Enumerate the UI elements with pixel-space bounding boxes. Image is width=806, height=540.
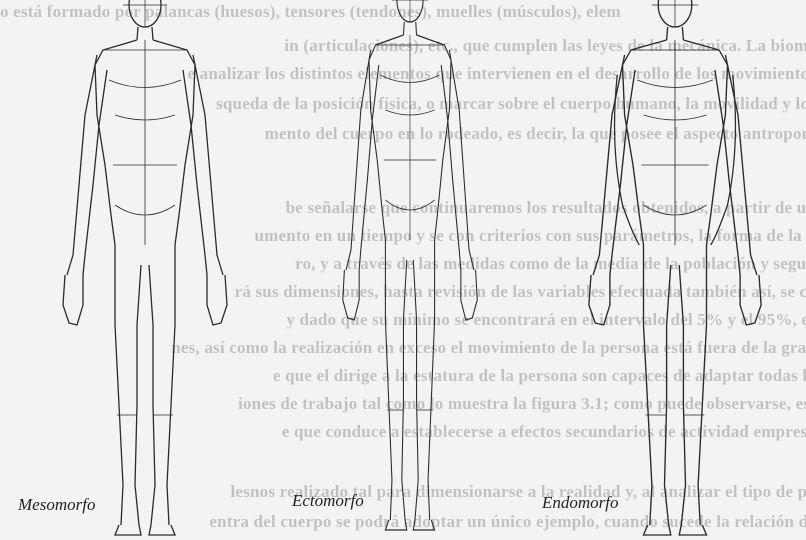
caption-endomorfo: Endomorfo	[542, 493, 619, 513]
mesomorfo-figure	[63, 0, 227, 535]
ectomorfo-figure	[343, 0, 477, 530]
endomorfo-figure	[589, 0, 761, 535]
caption-ectomorfo: Ectomorfo	[292, 491, 364, 511]
caption-mesomorfo: Mesomorfo	[18, 495, 95, 515]
